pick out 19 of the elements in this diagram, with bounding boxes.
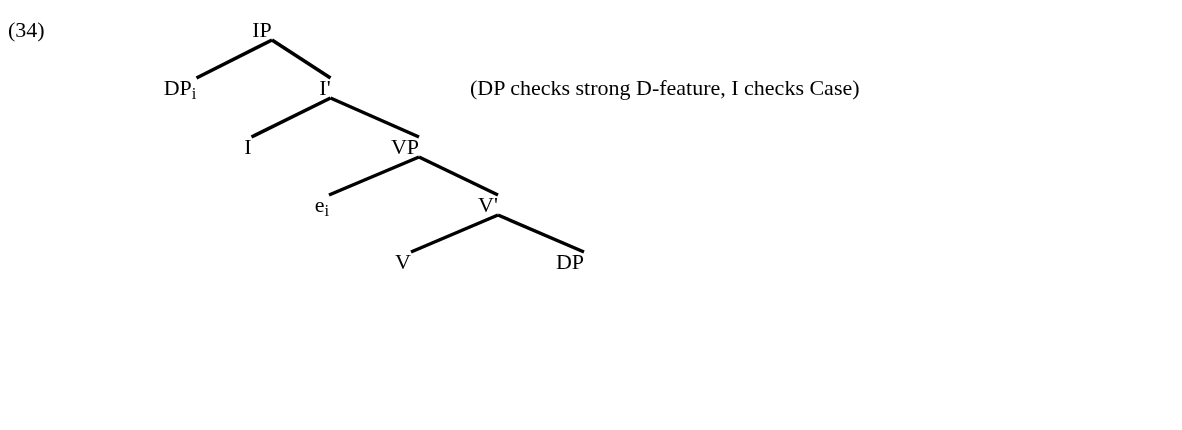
tree-node-label: DP — [555, 250, 585, 274]
tree-node-label: I' — [319, 76, 331, 100]
tree-node-label: DP$_{i}$ — [163, 76, 197, 100]
tree-branch — [250, 96, 332, 139]
tree-branch — [329, 96, 420, 139]
tree-node-label: e$_{i}$ — [314, 193, 330, 217]
tree-node-label: I — [244, 135, 252, 159]
tree-branch — [195, 38, 273, 80]
example-number: (34) — [8, 18, 45, 42]
tree-branch — [497, 213, 585, 254]
tree-node-label: V — [395, 250, 411, 274]
tree-branch — [418, 155, 499, 197]
tree-branch — [271, 38, 332, 80]
tree-node-label: VP — [390, 135, 420, 159]
tree-branch — [410, 213, 499, 254]
tree-branch — [328, 155, 420, 197]
tree-node-label: V' — [478, 193, 498, 217]
tree-node-label: IP — [252, 18, 272, 42]
annotation-text: (DP checks strong D-feature, I checks Case) — [470, 76, 860, 100]
